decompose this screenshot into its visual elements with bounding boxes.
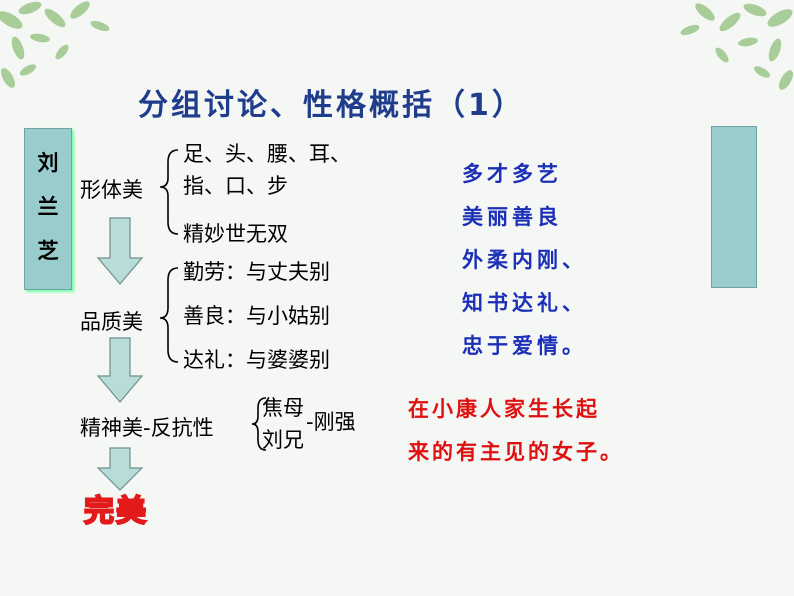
brace-spirit <box>251 397 267 451</box>
name-char: 兰 <box>37 195 59 219</box>
side-decoration-box <box>711 126 757 288</box>
aspect-item: 精妙世无双 <box>183 222 288 246</box>
page-title: 分组讨论、性格概括（1） <box>138 88 525 123</box>
brace-body <box>159 149 179 235</box>
aspect-item: 指、口、步 <box>183 174 288 198</box>
conclusion-line: 在小康人家生长起 <box>408 397 600 421</box>
aspect-item: 善良：与小姑别 <box>183 304 330 328</box>
character-name-box: 刘 兰 芝 <box>24 128 72 290</box>
aspect-item: 焦母 <box>262 396 304 420</box>
aspect-label-body: 形体美 <box>80 178 143 202</box>
aspect-label-spirit: 精神美-反抗性 <box>80 416 214 440</box>
name-char: 刘 <box>37 151 59 175</box>
name-char: 芝 <box>37 239 59 263</box>
summary-line: 多才多艺 <box>462 162 562 186</box>
aspect-item: 刘兄 <box>262 428 304 452</box>
arrow-down-icon <box>96 337 144 403</box>
conclusion-line: 来的有主见的女子。 <box>408 440 624 464</box>
aspect-label-quality: 品质美 <box>80 310 143 334</box>
arrow-down-icon <box>96 217 144 285</box>
aspect-item: -刚强 <box>306 410 356 434</box>
leaf-corner-left-icon <box>0 1 110 88</box>
result-label: 完美 <box>83 493 148 530</box>
brace-quality <box>159 267 179 363</box>
summary-line: 外柔内刚、 <box>462 248 587 272</box>
leaf-corner-right-icon <box>680 3 793 90</box>
summary-line: 忠于爱情。 <box>462 334 587 358</box>
aspect-item: 勤劳：与丈夫别 <box>183 260 330 284</box>
summary-line: 知书达礼、 <box>462 291 587 315</box>
arrow-down-icon <box>96 447 144 491</box>
aspect-item: 达礼：与婆婆别 <box>183 348 330 372</box>
aspect-item: 足、头、腰、耳、 <box>183 142 351 166</box>
summary-line: 美丽善良 <box>462 205 562 229</box>
